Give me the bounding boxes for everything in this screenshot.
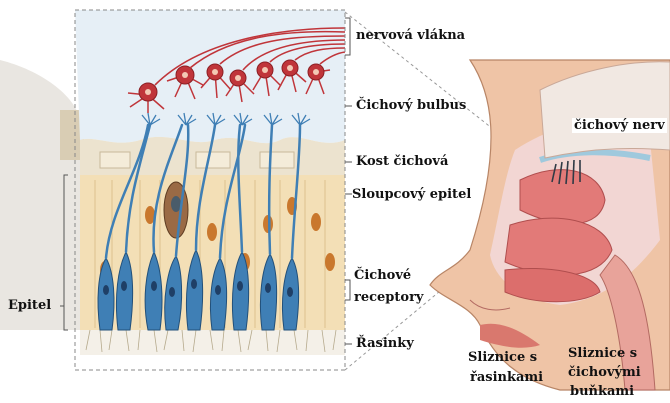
zoomed-olfactory-epithelium	[0, 10, 345, 370]
label-nerve-fibers: nervová vlákna	[356, 28, 465, 43]
label-olfactory-bulb: Čichový bulbus	[356, 98, 466, 113]
label-olfactory-receptors-2: receptory	[354, 290, 423, 305]
label-olfactory-mucosa-3: buňkami	[570, 384, 634, 399]
label-ethmoid-bone: Kost čichová	[356, 154, 448, 169]
label-olfactory-mucosa-2: čichovými	[568, 365, 641, 380]
label-cilia: Řasinky	[356, 336, 414, 351]
label-ciliated-mucosa-2: řasinkami	[470, 370, 543, 385]
label-epithelium: Epitel	[8, 298, 51, 313]
label-olfactory-nerve: čichový nerv	[572, 118, 667, 133]
label-columnar-epithelium: Sloupcový epitel	[352, 187, 471, 202]
label-olfactory-receptors-1: Čichové	[354, 268, 411, 283]
label-ciliated-mucosa-1: Sliznice s	[468, 350, 537, 365]
label-olfactory-mucosa-1: Sliznice s	[568, 346, 637, 361]
